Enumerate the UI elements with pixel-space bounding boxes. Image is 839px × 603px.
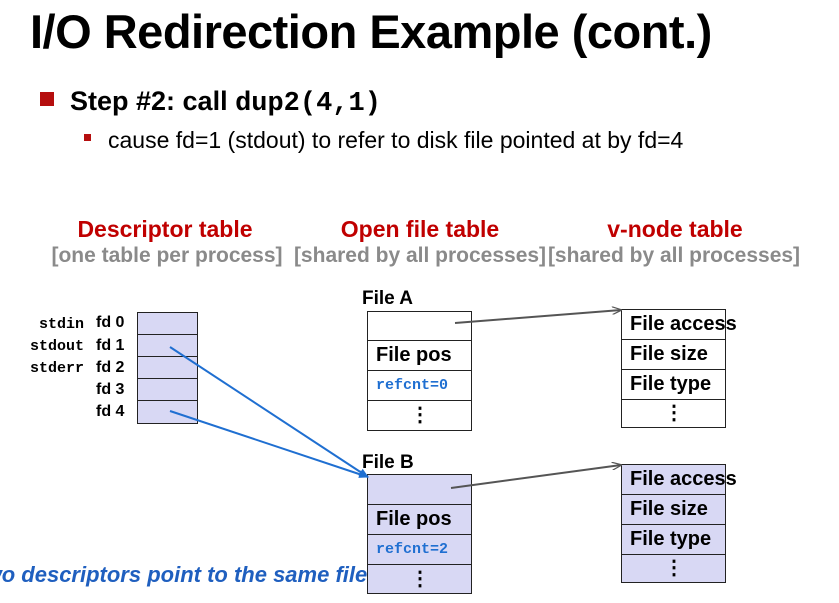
file-b-refcnt: refcnt=2 [376, 541, 449, 558]
vnode-a-more-cell [621, 399, 726, 428]
vnode-b-type: File type [630, 528, 712, 550]
descriptor-table-header: Descriptor table [77, 216, 253, 242]
vnode-b-more: ⋮ [664, 557, 684, 579]
file-b-pos-cell [367, 504, 472, 535]
vnode-b-more-cell [621, 554, 726, 583]
file-b-more: ⋮ [410, 568, 430, 590]
file-a-title: File A [362, 288, 414, 309]
vnode-a-type: File type [630, 373, 712, 395]
fd1-label: fd 1 [96, 337, 125, 354]
fd4-slot [137, 400, 198, 424]
file-b-title: File B [362, 452, 414, 473]
vnode-a-size: File size [630, 343, 708, 365]
vnode-a-more: ⋮ [664, 402, 684, 424]
step-prefix: Step #2: call [70, 86, 236, 116]
slide-title: I/O Redirection Example (cont.) [30, 5, 712, 58]
fd4-to-file-b-arrow [169, 410, 369, 478]
file-b-vnode-ptr [367, 474, 472, 505]
vnode-b-size: File size [630, 498, 708, 520]
file-a-pos-label: File pos [376, 344, 452, 366]
stdout-label: stdout [29, 338, 84, 355]
file-b-to-vnode-arrow [450, 465, 621, 489]
vnode-a-size-cell [621, 339, 726, 370]
descriptor-table-subheader: [one table per process] [51, 244, 283, 267]
vnode-b-access: File access [630, 468, 737, 490]
footer-note: Two descriptors point to the same file [0, 562, 368, 587]
open-file-table-header: Open file table [340, 216, 500, 242]
file-a-to-vnode-arrow [454, 310, 621, 324]
file-a-more-cell [367, 400, 472, 431]
step-heading: Step #2: call dup2(4,1) [70, 86, 381, 119]
stdin-label: stdin [38, 316, 84, 333]
file-a-refcnt: refcnt=0 [376, 377, 449, 394]
sub-bullet-square-icon [84, 134, 91, 141]
fd3-label: fd 3 [96, 381, 125, 398]
file-a-pos-cell [367, 340, 472, 371]
file-b-pos-label: File pos [376, 508, 452, 530]
bullet-square-icon [40, 92, 54, 106]
fd1-to-file-b-arrow [169, 346, 369, 478]
step-code: dup2(4,1) [235, 89, 381, 119]
vnode-b-access-cell [621, 464, 726, 495]
fd0-label: fd 0 [96, 314, 125, 331]
file-a-refcnt-cell [367, 370, 472, 401]
vnode-a-access: File access [630, 313, 737, 335]
vnode-b-type-cell [621, 524, 726, 555]
open-file-table-subheader: [shared by all processes] [293, 244, 547, 267]
stderr-label: stderr [29, 360, 84, 377]
vnode-table-header: v-node table [607, 216, 743, 242]
vnode-b-size-cell [621, 494, 726, 525]
fd2-label: fd 2 [96, 359, 125, 376]
vnode-table-subheader: [shared by all processes] [547, 244, 801, 267]
file-a-more: ⋮ [410, 404, 430, 426]
fd4-label: fd 4 [96, 403, 125, 420]
file-b-more-cell [367, 564, 472, 594]
sub-bullet-text: cause fd=1 (stdout) to refer to disk fil… [108, 127, 684, 153]
